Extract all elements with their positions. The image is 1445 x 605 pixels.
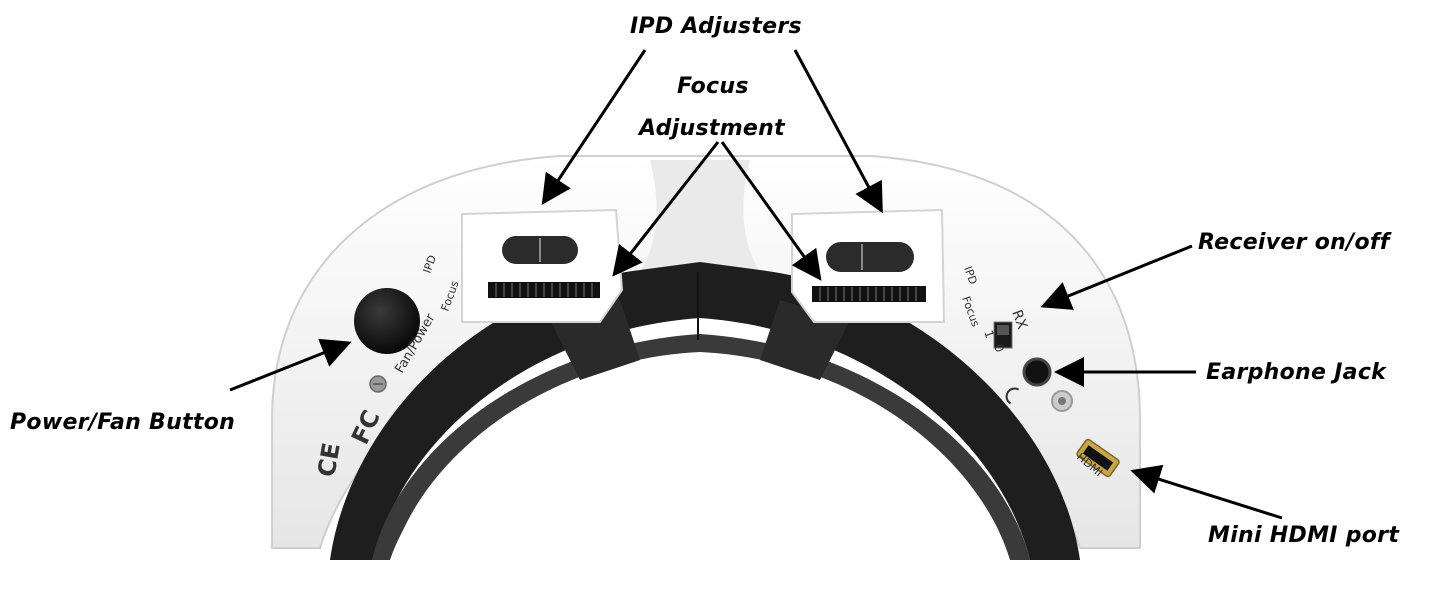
focus-right-arrow	[720, 141, 822, 281]
focus-left-arrow	[612, 141, 720, 277]
right-focus-wheel[interactable]	[812, 286, 926, 302]
mini-hdmi-port[interactable]	[1076, 438, 1120, 478]
receiver-label: Receiver on/off	[1198, 230, 1390, 255]
left-ipd-text: IPD	[421, 253, 439, 275]
switch-1-text: 1	[981, 328, 997, 340]
switch-0-text: 0	[991, 342, 1007, 354]
earphone-jack-label: Earphone Jack	[1206, 360, 1387, 385]
ce-mark-text: CE	[312, 441, 345, 479]
mini-hdmi-label: Mini HDMI port	[1208, 523, 1400, 548]
ipd-right-arrow	[793, 49, 883, 214]
right-ipd-slider[interactable]	[826, 242, 914, 272]
rx-text: RX	[1008, 308, 1030, 332]
power-fan-button[interactable]	[354, 288, 420, 354]
power-fan-label: Power/Fan Button	[10, 410, 236, 435]
earphone-jack[interactable]	[1022, 357, 1052, 387]
receiver-arrow	[1040, 244, 1193, 310]
ipd-left-arrow	[541, 49, 647, 205]
right-ipd-text: IPD	[961, 265, 979, 287]
hdmi-arrow	[1130, 464, 1283, 520]
ipd-adjusters-label: IPD Adjusters	[630, 14, 802, 39]
focus-label-line1: Focus	[677, 74, 749, 99]
headphone-icon	[1005, 387, 1020, 405]
face-cushion	[330, 262, 1080, 560]
left-control-panel	[461, 208, 624, 323]
power-arrow	[229, 338, 352, 392]
focus-label-line2: Adjustment	[639, 116, 785, 141]
